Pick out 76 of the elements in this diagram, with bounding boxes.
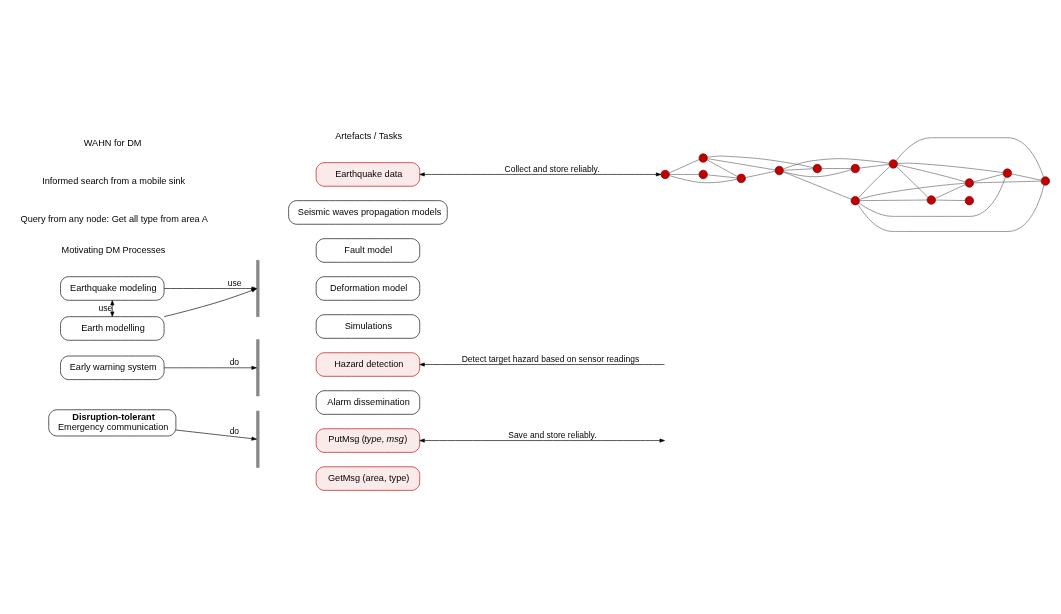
node-box: Earth modelling: [60, 315, 165, 341]
node-circle: [964, 177, 974, 188]
connector: [935, 199, 966, 201]
node-circle: [1002, 168, 1012, 178]
connector: [668, 158, 700, 173]
connector: [973, 180, 1042, 183]
node-circle: [1040, 175, 1050, 186]
edge-label: use: [227, 277, 242, 288]
label: Motivating DM Processes: [61, 244, 166, 255]
connector: [707, 155, 814, 168]
connector: [896, 165, 929, 198]
node-circle: [850, 163, 860, 173]
connector: [858, 176, 1006, 217]
node-circle: [698, 152, 708, 163]
connector: [859, 163, 890, 168]
node-circle: [774, 165, 784, 175]
node-bracket: [256, 259, 260, 317]
node-box: Deformation model: [315, 275, 421, 301]
connector: [782, 171, 852, 200]
node-box: Earthquake data: [315, 161, 421, 187]
node-bracket: [256, 338, 260, 396]
connector: [783, 167, 814, 171]
node-box: GetMsg (area, type): [315, 465, 421, 491]
edge-label: do: [229, 425, 240, 436]
node-circle: [850, 195, 860, 205]
connector: [783, 168, 852, 177]
arrow: [163, 365, 257, 370]
connector: [707, 174, 738, 178]
arrow: [110, 299, 115, 317]
connector: [973, 173, 1004, 182]
connector: [897, 162, 1004, 173]
edge-label: Detect target hazard based on sensor readings: [461, 353, 640, 364]
node-box: Earthquake modeling: [60, 275, 165, 301]
connector: [935, 183, 966, 199]
node-bracket: [256, 410, 260, 468]
node-circle: [926, 194, 936, 205]
node-box: Hazard detection: [315, 351, 421, 377]
connector: [821, 167, 852, 169]
node-box: Early warning system: [60, 355, 165, 380]
node-box: PutMsg (type, msg): [315, 427, 421, 453]
label: Informed search from a mobile sink: [42, 175, 186, 186]
node-box: Seismic waves propagation models: [288, 199, 448, 225]
connector: [897, 163, 966, 182]
connector: [859, 199, 928, 201]
connector: [1011, 173, 1042, 181]
node-box: Alarm dissemination: [315, 389, 421, 415]
node-circle: [736, 173, 746, 183]
arrow: [419, 362, 665, 366]
edge-label: Collect and store reliably.: [504, 163, 600, 174]
node-circle: [812, 163, 822, 173]
connector: [669, 174, 738, 183]
connector: [859, 182, 966, 200]
connector: [706, 159, 738, 177]
label: WAHN for DM: [83, 137, 142, 148]
node-box: Simulations: [315, 313, 421, 339]
node-circle: [660, 169, 670, 179]
connector: [745, 170, 776, 178]
node-circle: [888, 158, 898, 169]
edge-label: use: [98, 302, 113, 313]
connector: [857, 184, 1045, 232]
edge-label: do: [229, 356, 240, 367]
label: Artefacts / Tasks: [335, 130, 403, 141]
connector: [707, 157, 776, 170]
node-circle: [698, 169, 708, 179]
arrow: [419, 172, 662, 176]
node-box: Disruption-tolerant Emergency communication: [48, 408, 177, 436]
connector: [858, 165, 891, 198]
node-circle: [964, 195, 974, 205]
arrow: [175, 429, 257, 441]
edge-label: Save and store reliably.: [508, 429, 597, 440]
connector: [669, 173, 700, 175]
node-box: Fault model: [315, 237, 421, 263]
label: Query from any node: Get all type from area A: [20, 213, 208, 224]
connector: [782, 157, 890, 169]
connector: [895, 136, 1044, 177]
arrow: [419, 438, 665, 442]
